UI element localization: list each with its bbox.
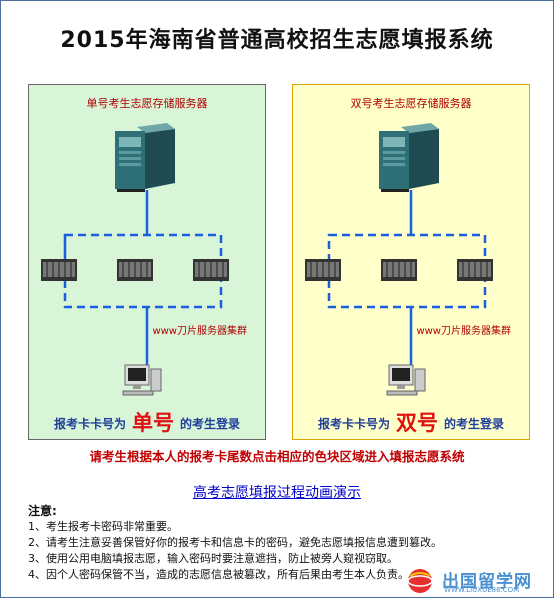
blade-server-icon (41, 259, 77, 281)
odd-login-post: 的考生登录 (180, 417, 241, 431)
blade-server-icon (117, 259, 153, 281)
odd-server-label: 单号考生志愿存储服务器 (86, 97, 208, 110)
demo-animation-link[interactable]: 高考志愿填报过程动画演示 (193, 485, 361, 501)
odd-login-big: 单号 (132, 411, 174, 435)
odd-login-pre: 报考卡卡号为 (53, 417, 126, 431)
even-login-text: 报考卡卡号为双号的考生登录 (293, 407, 529, 437)
even-network-diagram (305, 123, 493, 396)
globe-logo-icon (407, 569, 433, 593)
odd-number-login-zone[interactable]: 单号考生志愿存储服务器 www刀片服务器集群 报考卡卡号为单号的考生登录 (28, 84, 266, 440)
even-login-big: 双号 (396, 411, 438, 435)
odd-login-text: 报考卡卡号为单号的考生登录 (29, 407, 265, 437)
notes-section: 注意: 1、考生报考卡密码非常重要。 2、请考生注意妥善保管好你的报考卡和信息卡… (28, 503, 528, 583)
note-item: 3、使用公用电脑填报志愿，输入密码时要注意遮挡，防止被旁人窥视窃取。 (28, 552, 398, 565)
page-title: 2015年海南省普通高校招生志愿填报系统 (60, 28, 494, 53)
even-cluster-label: www刀片服务器集群 (416, 326, 511, 337)
desktop-computer-icon (386, 364, 426, 396)
blade-server-icon (457, 259, 493, 281)
tower-server-icon (115, 123, 175, 192)
odd-network-diagram (41, 123, 229, 396)
watermark: 出国留学网 WWW.LIUXUE86.COM (402, 566, 550, 596)
even-number-login-zone[interactable]: 双号考生志愿存储服务器 www刀片服务器集群 报考卡卡号为双号的考生登录 (292, 84, 530, 440)
desktop-computer-icon (122, 364, 162, 396)
blade-server-icon (381, 259, 417, 281)
watermark-url: WWW.LIUXUE86.COM (444, 586, 520, 594)
even-server-label: 双号考生志愿存储服务器 (350, 97, 472, 110)
watermark-text: 出国留学网 (442, 572, 532, 592)
tower-server-icon (379, 123, 439, 192)
odd-cluster-label: www刀片服务器集群 (152, 326, 247, 337)
even-login-post: 的考生登录 (444, 417, 505, 431)
note-item: 1、考生报考卡密码非常重要。 (28, 520, 178, 533)
even-login-pre: 报考卡卡号为 (317, 417, 390, 431)
note-item: 2、请考生注意妥善保管好你的报考卡和信息卡的密码，避免志愿填报信息遭到篡改。 (28, 536, 442, 549)
blade-server-icon (193, 259, 229, 281)
notes-heading: 注意: (28, 504, 57, 518)
blade-server-icon (305, 259, 341, 281)
note-item: 4、因个人密码保管不当，造成的志愿信息被篡改，所有后果由考生本人负责。 (28, 568, 409, 581)
instruction-text: 请考生根据本人的报考卡尾数点击相应的色块区域进入填报志愿系统 (89, 449, 465, 464)
